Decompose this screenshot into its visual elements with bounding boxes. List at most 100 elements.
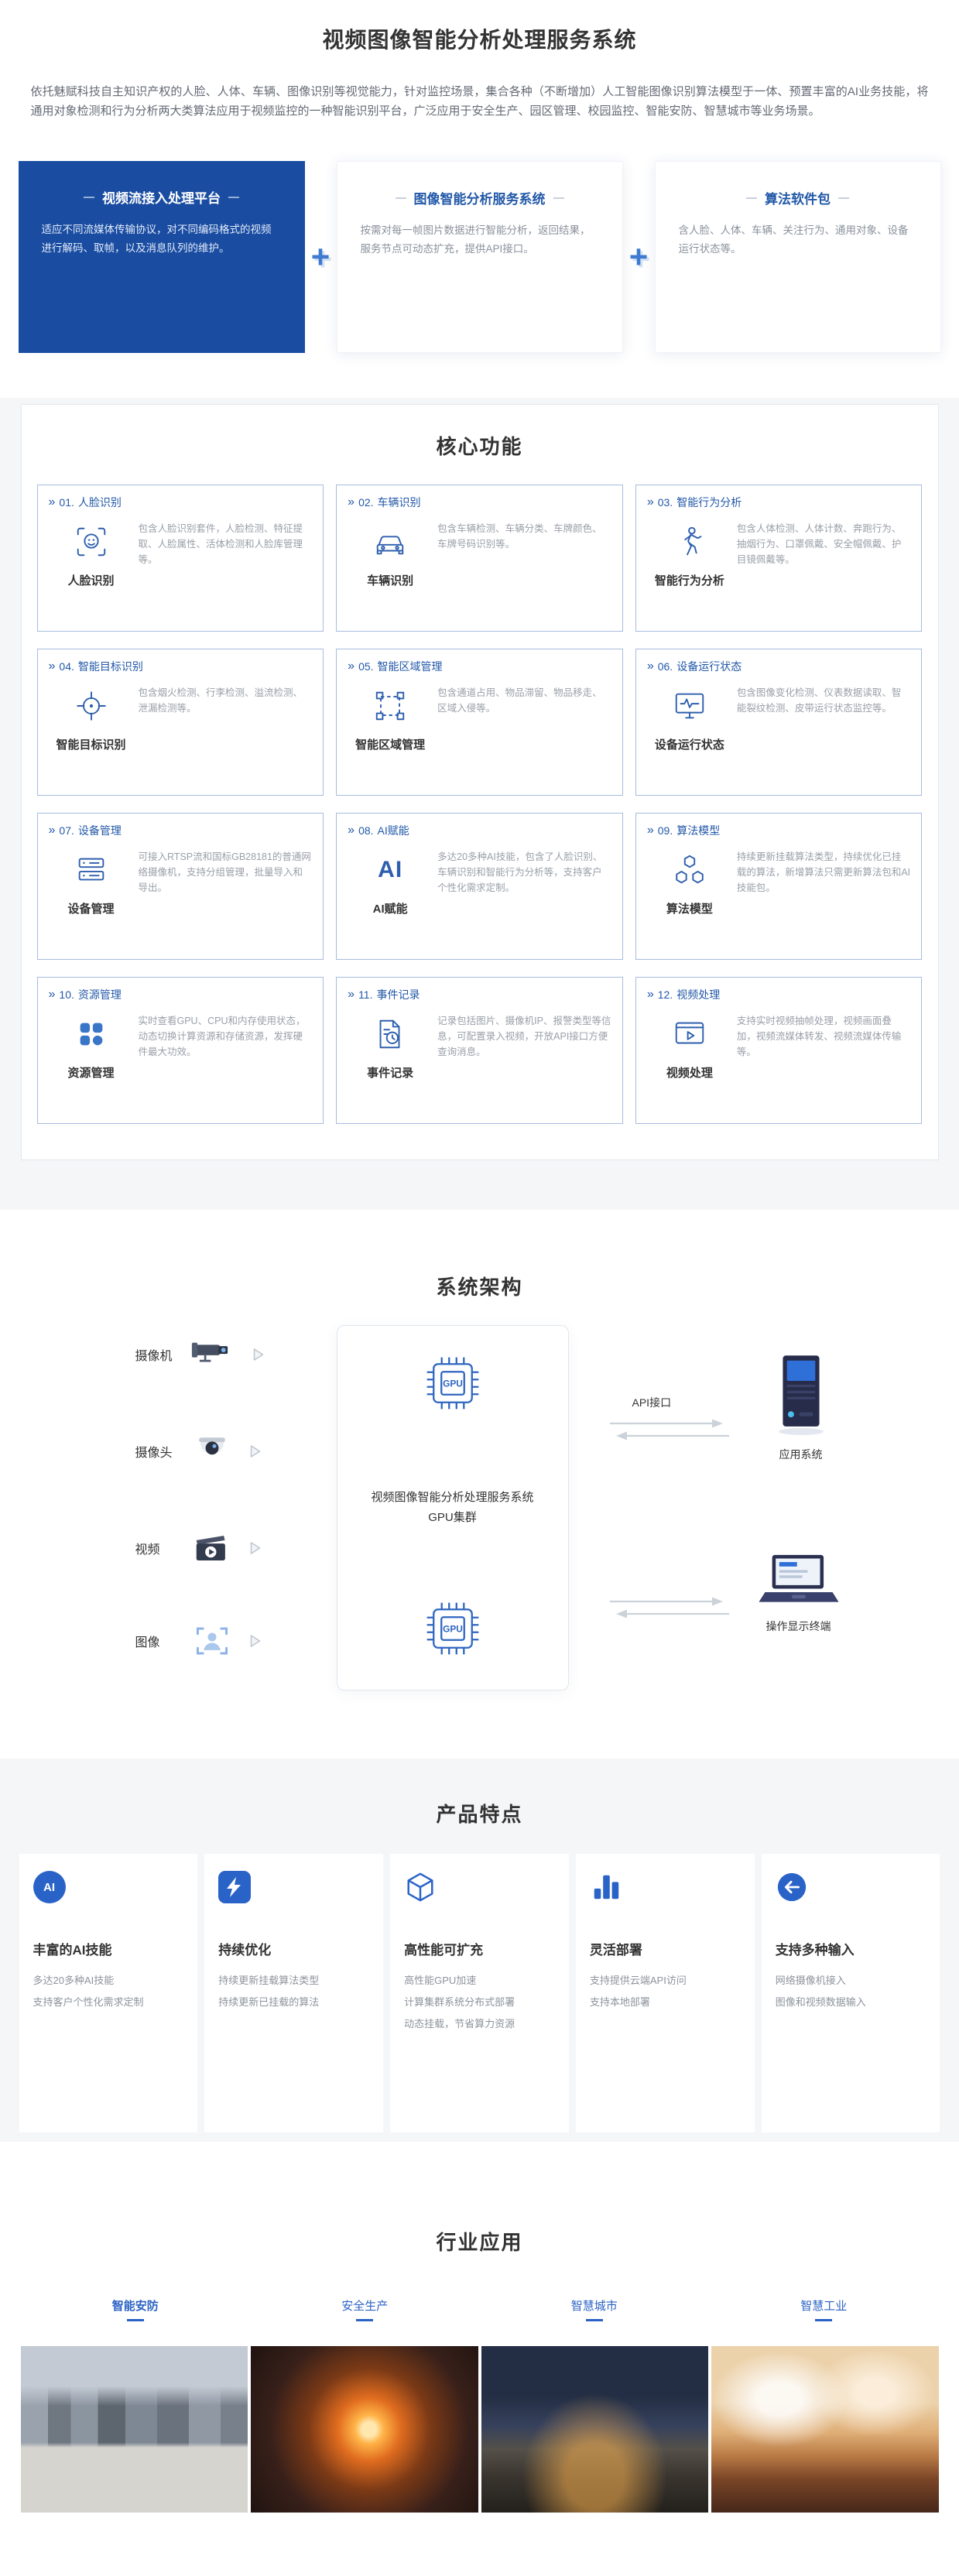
card-label: 智能行为分析 [654, 574, 724, 587]
arrow-right-icon [252, 1347, 265, 1362]
photo-work-safety[interactable] [251, 2346, 478, 2513]
core-card-algorithm-model: »09.算法模型 算法模型 持续更新挂载算法类型，持续优化已挂载的算法，新增算法… [635, 813, 923, 960]
bidirectional-arrow-icon [604, 1592, 735, 1623]
feature-line: 高性能GPU加速 [404, 1975, 477, 1986]
api-label: API接口 [632, 1396, 672, 1409]
image-scan-icon [191, 1624, 233, 1658]
feature-line: 支持提供云端API访问 [589, 1975, 687, 1986]
core-card-face-recognition: »01.人脸识别 人脸识别 包含人脸识别套件，人脸检测、特征提取、人脸属性、活体… [36, 485, 324, 632]
card-label: AI赋能 [372, 903, 408, 916]
tab-smart-industry[interactable]: 智慧工业 [800, 2297, 847, 2321]
gpu-cluster-line2: GPU集群 [428, 1511, 477, 1524]
gpu-cluster-line1: 视频图像智能分析处理服务系统 [371, 1491, 534, 1504]
card-desc: 支持实时视频抽帧处理，视频画面叠加，视频流媒体转发、视频流媒体传输等。 [736, 1016, 902, 1057]
card-desc: 包含人脸识别套件，人脸检测、特征提取、人脸属性、活体检测和人脸库管理等。 [138, 523, 303, 565]
card-number: 07. [59, 824, 74, 837]
ai-badge-icon: AI [33, 1871, 66, 1903]
core-card-vehicle-recognition: »02.车辆识别 车辆识别 包含车辆检测、车辆分类、车牌颜色、车牌号码识别等。 [336, 485, 623, 632]
architecture-section: 系统架构 摄像机 摄像头 视频 图像 GPU 视频图像智能分析处理服务系统 [0, 1210, 959, 1759]
feature-continuous-optimization: 持续优化 持续更新挂载算法类型 持续更新已挂载的算法 [204, 1854, 384, 2132]
core-functions-grid: »01.人脸识别 人脸识别 包含人脸识别套件，人脸检测、特征提取、人脸属性、活体… [36, 485, 923, 1124]
gpu-chip-icon: GPU [422, 1598, 484, 1663]
chevrons-icon: » [48, 824, 56, 837]
title-dash [746, 197, 757, 199]
card-title: 视频处理 [676, 988, 721, 1001]
arrow-right-icon [248, 1633, 262, 1649]
card-number: 10. [59, 988, 74, 1001]
combo-box-title: 图像智能分析服务系统 [361, 188, 599, 207]
hero-section: 视频图像智能分析处理服务系统 依托魅赋科技自主知识产权的人脸、人体、车辆、图像识… [0, 0, 959, 398]
product-features-heading: 产品特点 [436, 1803, 523, 1826]
plus-icon: + [628, 238, 649, 275]
feature-flexible-deployment: 灵活部署 支持提供云端API访问 支持本地部署 [575, 1854, 755, 2132]
industry-heading: 行业应用 [436, 2231, 523, 2254]
tab-smart-city[interactable]: 智慧城市 [571, 2297, 618, 2321]
car-icon [372, 524, 408, 560]
card-number: 01. [59, 496, 74, 509]
feature-title: 丰富的AI技能 [33, 1943, 112, 1958]
core-functions-heading: 核心功能 [436, 435, 523, 458]
card-title: 智能区域管理 [377, 660, 443, 673]
chevrons-icon: » [48, 659, 56, 673]
card-number: 06. [657, 660, 673, 673]
title-dash [838, 197, 849, 199]
card-number: 03. [657, 496, 673, 509]
combo-box-desc: 适应不同流媒体传输协议，对不同编码格式的视频进行解码、取帧，以及消息队列的维护。 [41, 224, 272, 254]
terminal-node: 操作显示终端 [741, 1551, 857, 1634]
combo-box-analysis-system: 图像智能分析服务系统 按需对每一帧图片数据进行智能分析，返回结果，服务节点可动态… [336, 161, 623, 353]
cctv-camera-icon [191, 1338, 236, 1372]
product-features-section: 产品特点 AI 丰富的AI技能 多达20多种AI技能 支持客户个性化需求定制 持… [0, 1759, 959, 2142]
card-title: 智能目标识别 [77, 660, 143, 673]
card-title: 设备运行状态 [676, 660, 742, 673]
chevrons-icon: » [348, 988, 355, 1001]
industry-applications-section: 行业应用 智能安防 安全生产 智慧城市 智慧工业 [0, 2142, 959, 2513]
dome-camera-icon [191, 1434, 233, 1468]
source-image: 图像 [135, 1624, 262, 1658]
tab-work-safety[interactable]: 安全生产 [341, 2297, 388, 2321]
chevrons-icon: » [646, 824, 654, 837]
photo-smart-security[interactable] [20, 2346, 248, 2513]
card-desc: 记录包括图片、摄像机IP、报警类型等信息，可配置录入视频，开放API接口方便查询… [437, 1016, 611, 1057]
tab-underline [815, 2319, 833, 2321]
card-desc: 多达20多种AI技能，包含了人脸识别、车辆识别和智能行为分析等，支持客户个性化需… [437, 851, 603, 893]
chevrons-icon: » [48, 988, 56, 1001]
chevrons-icon: » [348, 495, 355, 509]
feature-line: 网络摄像机接入 [775, 1975, 846, 1986]
source-cctv-camera: 摄像机 [135, 1338, 265, 1372]
input-arrow-icon [776, 1871, 808, 1903]
arrow-right-icon [248, 1444, 262, 1459]
region-icon [372, 688, 408, 724]
plus-icon: + [310, 238, 331, 275]
tab-underline [356, 2319, 374, 2321]
node-label: 应用系统 [779, 1448, 823, 1461]
core-card-region-management: »05.智能区域管理 智能区域管理 包含通道占用、物品滞留、物品移走、区域入侵等… [336, 649, 623, 796]
chevrons-icon: » [646, 659, 654, 673]
core-card-behavior-analysis: »03.智能行为分析 智能行为分析 包含人体检测、人体计数、奔跑行为、抽烟行为、… [635, 485, 923, 632]
page-title: 视频图像智能分析处理服务系统 [322, 28, 637, 52]
source-label: 摄像机 [135, 1350, 173, 1363]
card-title: 设备管理 [77, 824, 122, 837]
card-number: 09. [657, 824, 673, 837]
platform-composition: 视频流接入处理平台 适应不同流媒体传输协议，对不同编码格式的视频进行解码、取帧，… [18, 161, 941, 353]
feature-line: 支持客户个性化需求定制 [33, 1996, 144, 2008]
card-number: 12. [657, 988, 673, 1001]
photo-smart-industry[interactable] [711, 2346, 939, 2513]
card-desc: 实时查看GPU、CPU和内存使用状态，动态切换计算资源和存储资源，发挥硬件最大功… [138, 1016, 306, 1057]
feature-line: 支持本地部署 [589, 1996, 650, 2008]
architecture-heading: 系统架构 [436, 1276, 523, 1299]
combo-box-algorithm-package: 算法软件包 含人脸、人体、车辆、关注行为、通用对象、设备运行状态等。 [654, 161, 941, 353]
node-label: 操作显示终端 [765, 1620, 831, 1632]
tab-intelligent-security[interactable]: 智能安防 [112, 2297, 159, 2321]
core-functions-section: 核心功能 »01.人脸识别 人脸识别 包含人脸识别套件，人脸检测、特征提取、人脸… [0, 398, 959, 1210]
photo-smart-city[interactable] [481, 2346, 708, 2513]
core-card-ai-empowerment: »08.AI赋能 AI AI赋能 多达20多种AI技能，包含了人脸识别、车辆识别… [336, 813, 623, 960]
feature-title: 灵活部署 [589, 1943, 642, 1958]
feature-line: 多达20多种AI技能 [33, 1975, 115, 1986]
ai-letters-icon: AI [378, 857, 403, 882]
core-card-device-status: »06.设备运行状态 设备运行状态 包含图像变化检测、仪表数据读取、智能裂纹检测… [635, 649, 923, 796]
card-number: 11. [358, 988, 373, 1001]
industry-photos [20, 2346, 939, 2513]
industry-tabs: 智能安防 安全生产 智慧城市 智慧工业 [21, 2297, 939, 2321]
video-clip-icon [191, 1531, 233, 1565]
feature-title: 支持多种输入 [775, 1943, 855, 1958]
